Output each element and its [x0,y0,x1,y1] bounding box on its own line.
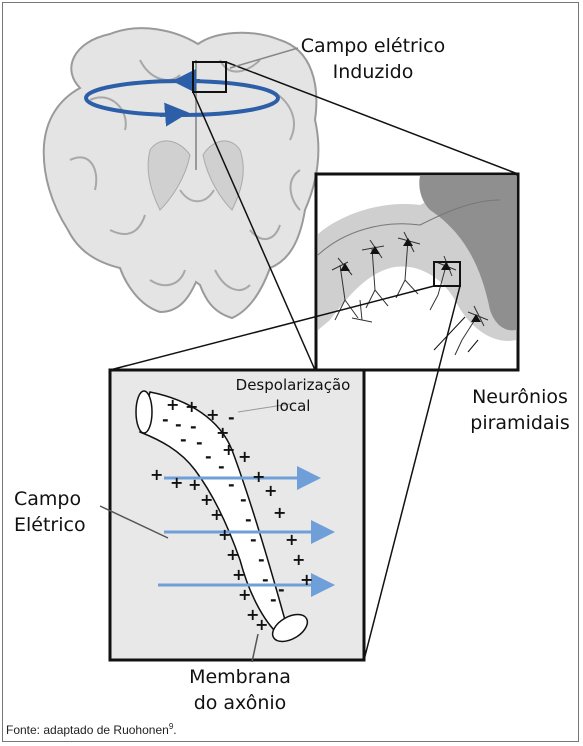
svg-text:-: - [180,430,187,449]
svg-text:-: - [250,530,257,549]
svg-text:+: + [292,550,305,569]
svg-text:+: + [150,465,163,484]
depolarization-line1: Despolarização [226,375,360,396]
membrane-line2: do axônio [170,690,310,716]
svg-text:+: + [300,570,313,589]
svg-text:+: + [185,397,198,416]
svg-text:-: - [270,590,277,609]
svg-text:+: + [218,525,231,544]
svg-text:-: - [162,410,169,429]
svg-text:-: - [278,580,285,599]
electric-field-label: Campo Elétrico [14,486,86,538]
svg-text:+: + [238,447,251,466]
caption-text: Fonte: adaptado de Ruohonen [6,723,169,737]
membrane-label: Membrana do axônio [170,664,310,716]
svg-text:-: - [205,447,212,466]
neurons-line1: Neurônios [462,384,578,410]
induced-field-label: Campo elétrico Induzido [298,33,448,85]
svg-text:-: - [218,457,225,476]
svg-text:-: - [240,490,247,509]
svg-text:-: - [228,475,235,494]
svg-text:+: + [226,545,239,564]
svg-text:+: + [206,405,219,424]
induced-field-line2: Induzido [298,59,448,85]
neurons-label: Neurônios piramidais [462,384,578,436]
svg-text:-: - [262,570,269,589]
svg-text:+: + [232,565,245,584]
svg-text:-: - [245,510,252,529]
svg-text:+: + [238,585,251,604]
electric-field-line1: Campo [14,486,86,512]
svg-text:+: + [264,481,277,500]
svg-text:+: + [170,473,183,492]
svg-text:+: + [255,615,268,634]
brain-section [44,28,319,318]
induced-field-line1: Campo elétrico [298,33,448,59]
membrane-line1: Membrana [170,664,310,690]
neurons-line2: piramidais [462,410,578,436]
electric-field-line2: Elétrico [14,512,86,538]
svg-text:+: + [285,530,298,549]
svg-text:+: + [210,505,223,524]
source-caption: Fonte: adaptado de Ruohonen9. [6,722,177,737]
svg-text:+: + [273,503,286,522]
depolarization-line2: local [226,396,360,417]
depolarization-label: Despolarização local [226,375,360,417]
cortex-inset [316,174,518,370]
caption-end: . [173,723,176,737]
svg-text:-: - [258,550,265,569]
svg-text:-: - [196,433,203,452]
